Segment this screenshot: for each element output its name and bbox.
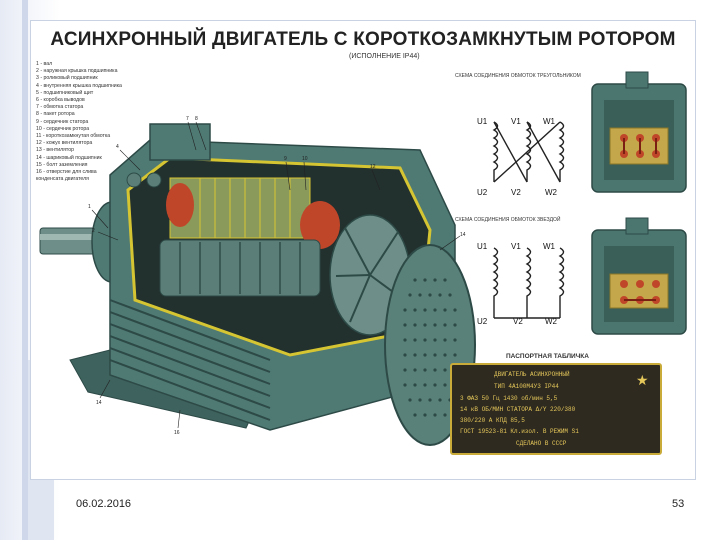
callout-number: 7	[186, 116, 189, 122]
terminal-box-delta	[591, 71, 687, 193]
slide-date: 06.02.2016	[76, 498, 132, 510]
terminal-label: U1	[477, 242, 488, 251]
callout-number: 16	[174, 430, 180, 436]
terminal-label: W1	[543, 117, 555, 126]
terminal-label: U1	[477, 117, 488, 126]
legend-item: 8 - пакет ротора	[36, 111, 75, 118]
legend-item: 5 - подшипниковый щит	[36, 89, 94, 96]
winding-coil-w	[558, 121, 565, 182]
fan-blades	[335, 227, 405, 323]
terminal-label: V2	[513, 317, 523, 326]
slide-left-stripe	[22, 0, 28, 540]
legend-item: 1 - вал	[36, 61, 53, 67]
cooling-fins	[109, 299, 271, 421]
triangle-schema-caption: СХЕМА СОЕДИНЕНИЯ ОБМОТОК ТРЕУГОЛЬНИКОМ	[455, 73, 581, 79]
poster-subtitle: (ИСПОЛНЕНИЕ IP44)	[349, 53, 420, 60]
cable-gland	[126, 172, 142, 188]
callout-number: 8	[195, 116, 198, 122]
nameplate-line: 14 кВ ОБ/МИН СТАТОРА Δ/Y 220/380	[460, 406, 576, 413]
terminal-box-on-motor	[149, 123, 211, 161]
terminal-label: V1	[511, 117, 521, 126]
legend-item: 4 - внутренняя крышка подшипника	[36, 82, 122, 89]
nameplate-line: ДВИГАТЕЛЬ АСИНХРОННЫЙ	[494, 371, 570, 378]
cable-gland	[146, 172, 162, 188]
legend-item: 12 - кожух вентилятора	[36, 140, 93, 147]
callout-number: 2	[92, 228, 95, 234]
stator-winding-front	[166, 183, 194, 227]
nameplate-line: 3 ФАЗ 50 Гц 1430 об/мин 5,5	[460, 395, 558, 402]
callout-leaders	[91, 121, 461, 429]
winding-coil-w	[558, 247, 565, 318]
callout-number: 14	[96, 400, 102, 406]
parts-legend: 1 - вал 2 - наружная крышка подшипника 3…	[36, 61, 156, 183]
legend-item: конденсата двигателя	[36, 176, 89, 183]
motor-shaft-highlight	[40, 234, 110, 240]
legend-item: 2 - наружная крышка подшипника	[36, 68, 118, 75]
terminal-label: V2	[511, 188, 521, 197]
nameplate-star-icon: ★	[636, 373, 649, 389]
terminal-label: W2	[545, 188, 557, 197]
terminal-box-star	[591, 217, 687, 335]
delta-winding-schematic	[492, 121, 565, 183]
callout-number: 12	[370, 164, 376, 170]
legend-item: 13 - вентилятор	[36, 147, 75, 154]
terminal-label: U2	[477, 188, 488, 197]
terminal-label: W2	[545, 317, 557, 326]
nameplate-caption: ПАСПОРТНАЯ ТАБЛИЧКА	[506, 353, 589, 360]
legend-item: 10 - сердечник ротора	[36, 125, 90, 132]
callout-number: 4	[116, 144, 119, 150]
winding-coil-v	[525, 247, 532, 318]
nameplate-line: 380/220 А КПД 85,5	[460, 417, 525, 424]
legend-item: 9 - сердечник статора	[36, 118, 89, 125]
rotor-bars	[179, 242, 301, 294]
legend-item: 7 - обмотка статора	[36, 104, 84, 111]
terminal-label: W1	[543, 242, 555, 251]
slide-page-number: 53	[672, 498, 685, 510]
legend-item: 6 - коробка выводов	[36, 97, 85, 104]
poster-title: АСИНХРОННЫЙ ДВИГАТЕЛЬ С КОРОТКОЗАМКНУТЫМ…	[50, 29, 676, 50]
stator-laminations	[199, 178, 291, 238]
nameplate: ДВИГАТЕЛЬ АСИНХРОННЫЙ ТИП 4А100М4У3 IP44…	[450, 363, 662, 455]
legend-item: 16 - отверстие для слива	[36, 169, 97, 176]
terminal-label: U2	[477, 317, 488, 326]
nameplate-line: СДЕЛАНО В СССР	[516, 440, 567, 447]
legend-item: 3 - роликовый подшипник	[36, 75, 98, 82]
callout-number: 9	[284, 156, 287, 162]
stator-winding-rear	[300, 201, 340, 249]
winding-coil-v	[525, 121, 532, 182]
star-winding-schematic	[492, 247, 565, 319]
winding-coil-u	[492, 247, 499, 318]
callout-numbers: 1 2 7 8 4 9 10 12 14 14 16	[88, 116, 466, 436]
legend-item: 11 - короткозамкнутая обмотка	[36, 133, 111, 140]
star-schema-caption: СХЕМА СОЕДИНЕНИЯ ОБМОТОК ЗВЕЗДОЙ	[455, 217, 561, 223]
callout-number: 14	[460, 232, 466, 238]
legend-item: 14 - шариковый подшипник	[36, 154, 102, 161]
callout-number: 10	[302, 156, 308, 162]
winding-coil-u	[492, 121, 499, 182]
nameplate-line: ТИП 4А100М4У3 IP44	[494, 383, 559, 390]
nameplate-line: ГОСТ 19523-81 Кл.изол. В РЕЖИМ S1	[460, 428, 579, 435]
callout-number: 1	[88, 204, 91, 210]
terminal-label: V1	[511, 242, 521, 251]
legend-item: 15 - болт заземления	[36, 161, 88, 168]
